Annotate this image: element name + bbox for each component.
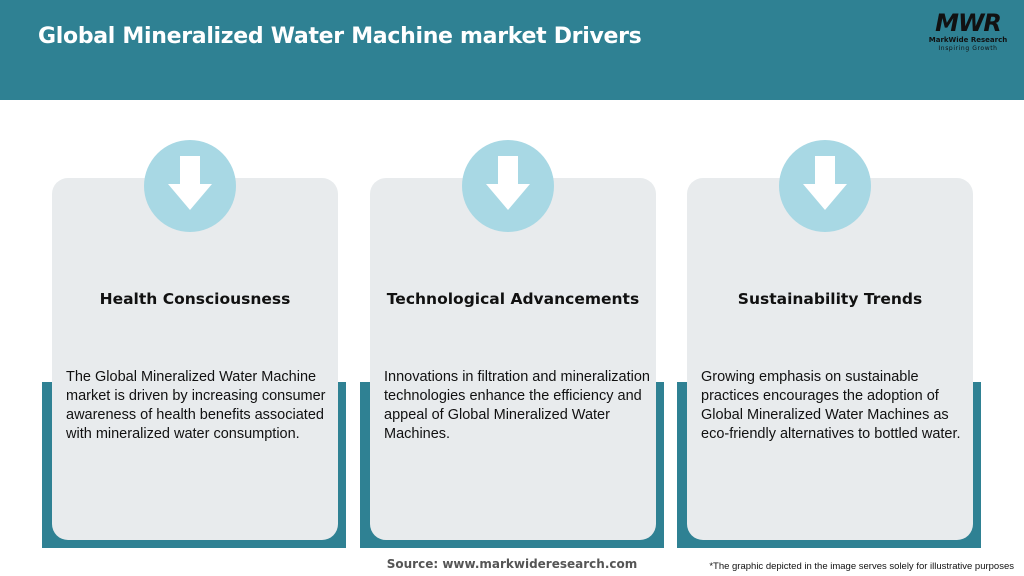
card-title: Technological Advancements bbox=[386, 290, 640, 308]
card-panel: Technological Advancements Innovations i… bbox=[370, 178, 656, 540]
arrow-down-icon bbox=[462, 140, 554, 232]
brand-logo: MWR MarkWide Research Inspiring Growth bbox=[924, 10, 1012, 58]
logo-name: MarkWide Research bbox=[928, 36, 1008, 44]
page-title: Global Mineralized Water Machine market … bbox=[38, 24, 642, 49]
arrow-down-icon bbox=[144, 140, 236, 232]
driver-card-health: Health Consciousness The Global Minerali… bbox=[42, 140, 356, 550]
card-body: The Global Mineralized Water Machine mar… bbox=[66, 369, 326, 442]
source-credit: Source: www.markwideresearch.com bbox=[386, 557, 638, 571]
header-banner: Global Mineralized Water Machine market … bbox=[0, 0, 1024, 100]
card-body: Innovations in filtration and mineraliza… bbox=[384, 369, 650, 442]
logo-tagline: Inspiring Growth bbox=[938, 45, 998, 52]
card-panel: Sustainability Trends Growing emphasis o… bbox=[687, 178, 973, 540]
disclaimer-note: *The graphic depicted in the image serve… bbox=[709, 561, 1014, 572]
arrow-down-icon bbox=[779, 140, 871, 232]
card-body: Growing emphasis on sustainable practice… bbox=[701, 369, 961, 442]
card-title: Health Consciousness bbox=[99, 290, 291, 308]
driver-card-technology: Technological Advancements Innovations i… bbox=[360, 140, 674, 550]
logo-mark: MWR bbox=[935, 9, 1002, 37]
card-panel: Health Consciousness The Global Minerali… bbox=[52, 178, 338, 540]
driver-card-sustainability: Sustainability Trends Growing emphasis o… bbox=[677, 140, 991, 550]
card-title: Sustainability Trends bbox=[737, 290, 923, 308]
